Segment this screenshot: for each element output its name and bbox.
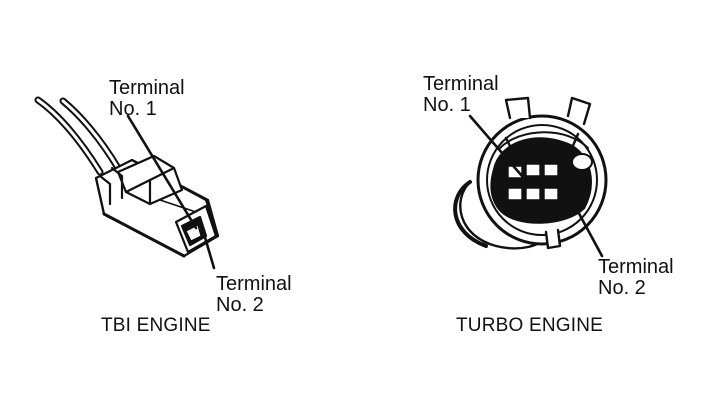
turbo-terminal2-label: Terminal No. 2 bbox=[598, 257, 674, 299]
turbo-terminal2-line1: Terminal bbox=[598, 256, 674, 278]
tbi-leader-lines bbox=[126, 114, 216, 270]
turbo-terminal1-label: Terminal No. 1 bbox=[423, 74, 499, 116]
turbo-terminal1-leader bbox=[468, 114, 524, 178]
turbo-connector-illustration bbox=[453, 96, 608, 250]
turbo-terminal1-line1: Terminal bbox=[423, 73, 499, 95]
tbi-terminal1-leader bbox=[126, 114, 198, 230]
turbo-terminal2-line2: No. 2 bbox=[598, 277, 646, 299]
tbi-terminal2-line2: No. 2 bbox=[216, 294, 264, 316]
tbi-terminal2-label: Terminal No. 2 bbox=[216, 274, 292, 316]
tbi-wires bbox=[34, 96, 122, 176]
turbo-terminal1-line2: No. 1 bbox=[423, 94, 471, 116]
tbi-terminal1-line1: Terminal bbox=[109, 77, 185, 99]
tbi-terminal1-line2: No. 1 bbox=[109, 98, 157, 120]
tbi-terminal1-label: Terminal No. 1 bbox=[109, 78, 185, 120]
tbi-terminal2-leader bbox=[202, 232, 216, 270]
tbi-connector-illustration bbox=[34, 96, 220, 258]
turbo-leader-lines bbox=[468, 114, 604, 258]
turbo-caption: TURBO ENGINE bbox=[456, 315, 604, 336]
tbi-terminal2-line1: Terminal bbox=[216, 273, 292, 295]
tbi-caption: TBI ENGINE bbox=[101, 315, 211, 336]
turbo-terminal2-leader bbox=[560, 180, 604, 258]
